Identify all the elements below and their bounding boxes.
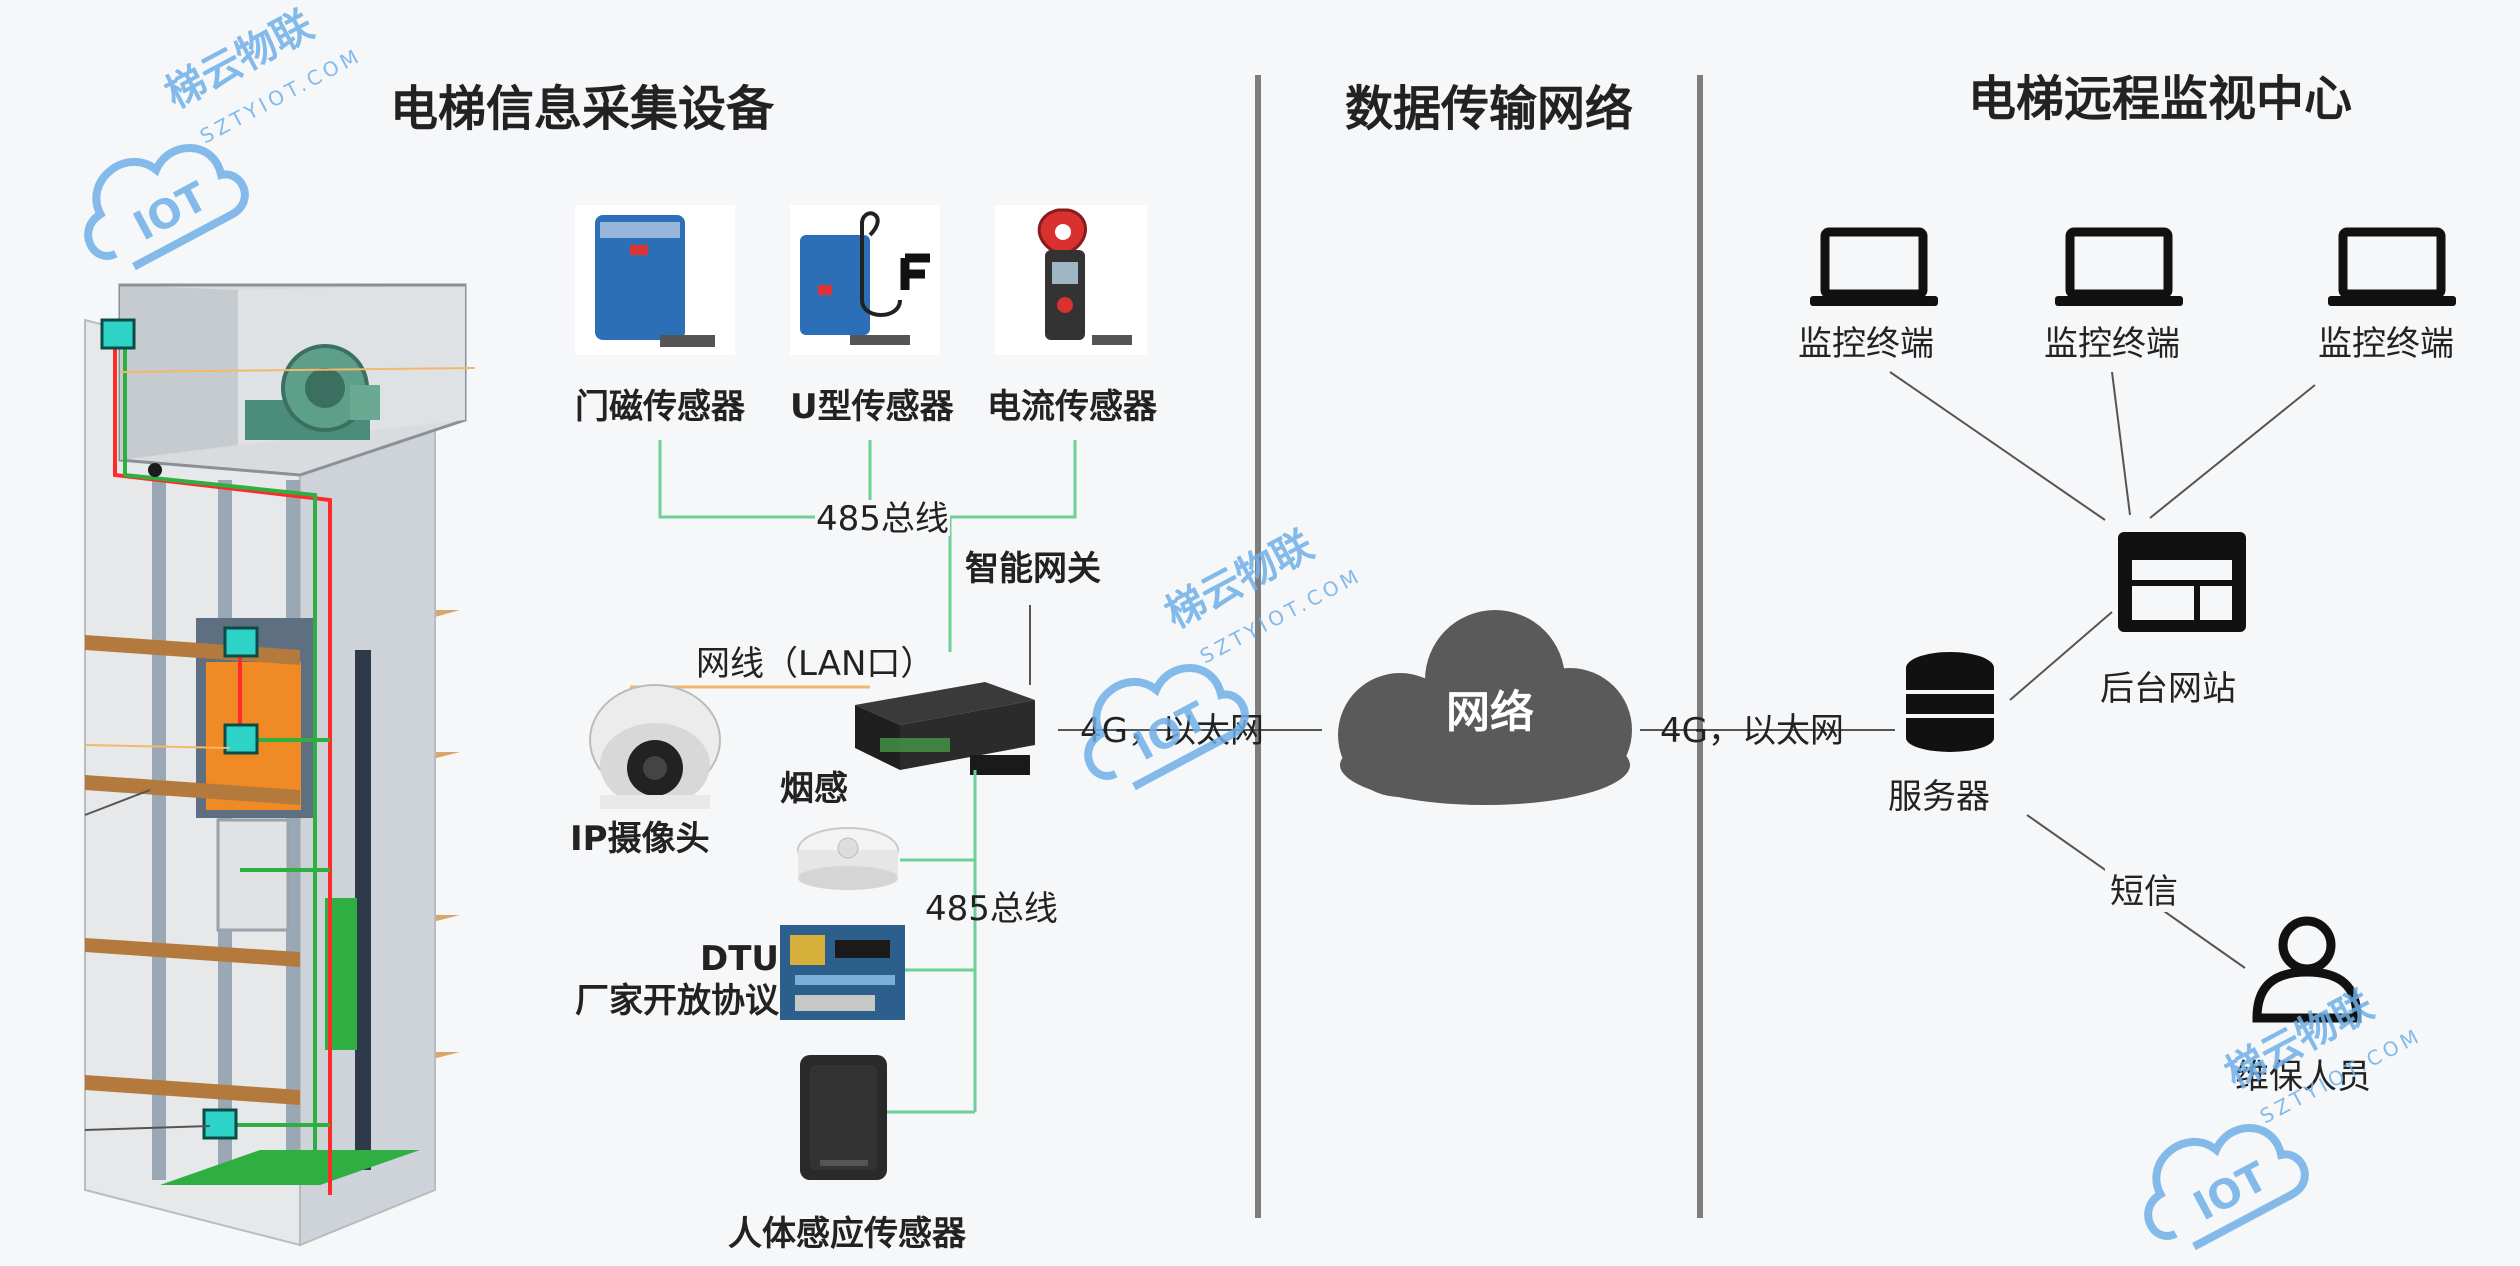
person-icon	[2252, 916, 2362, 1023]
link-right-label: 4G，以太网	[1660, 711, 1844, 751]
dtu-board-image	[780, 925, 905, 1020]
laptop-icon	[1810, 227, 1938, 306]
pir-sensor-image	[800, 1055, 887, 1180]
pir-label: 人体感应传感器	[728, 1214, 967, 1254]
u-sensor-image	[790, 205, 940, 355]
watermark-badge: IOT	[2186, 1153, 2275, 1230]
ip-camera-image	[589, 684, 721, 809]
watermark-badge: IOT	[1126, 693, 1215, 770]
current-sensor-label: 电流传感器	[987, 387, 1158, 427]
section-title-left: 电梯信息采集设备	[390, 81, 775, 137]
bus-bottom-lines	[885, 770, 977, 1114]
elevator-shaft-illustration	[84, 283, 476, 1247]
website-icon	[2118, 532, 2246, 632]
ip-camera-label: IP摄像头	[570, 819, 710, 859]
monitor-label-2: 监控终端	[2044, 324, 2180, 364]
cloud-shape	[1338, 610, 1632, 805]
bus-top-label-bg	[815, 500, 950, 536]
lan-label: 网线（LAN口）	[696, 644, 934, 684]
monitor-label-1: 监控终端	[1798, 324, 1934, 364]
gateway-device-image	[855, 682, 1035, 775]
section-title-middle: 数据传输网络	[1345, 81, 1633, 137]
website-label: 后台网站	[2100, 669, 2236, 709]
sms-label: 短信	[2110, 872, 2178, 912]
dtu-label-1: DTU	[700, 939, 779, 979]
smoke-label: 烟感	[780, 769, 848, 809]
connector-lines	[1889, 371, 2316, 969]
smoke-detector-image	[797, 827, 899, 890]
laptop-icon	[2055, 227, 2183, 306]
door-sensor-label: 门磁传感器	[575, 387, 746, 427]
bus-top-lines	[658, 440, 1077, 652]
dtu-label-2: 厂家开放协议	[575, 981, 780, 1021]
cloud-label: 网络	[1446, 687, 1534, 738]
maintainer-label: 维保人员	[2235, 1057, 2371, 1097]
watermark-badge: IOT	[126, 173, 215, 250]
watermark-bottom-right: IOT 梯云物联 SZTYIOT.COM	[2144, 982, 2426, 1251]
laptop-icon	[2328, 227, 2456, 306]
bus-top-label: 485总线	[816, 499, 949, 539]
server-label: 服务器	[1888, 777, 1990, 817]
door-sensor-image	[575, 205, 735, 355]
watermark-top-left: IOT 梯云物联 SZTYIOT.COM	[84, 2, 366, 271]
server-database-icon	[1906, 652, 1994, 752]
bus-bottom-label: 485总线	[925, 889, 1058, 929]
gateway-label: 智能网关	[965, 549, 1101, 589]
monitor-label-3: 监控终端	[2318, 324, 2454, 364]
current-sensor-image	[995, 205, 1147, 355]
sms-label-bg	[2105, 868, 2185, 912]
u-sensor-label: U型传感器	[790, 387, 955, 427]
section-title-right: 电梯远程监视中心	[1968, 71, 2352, 127]
